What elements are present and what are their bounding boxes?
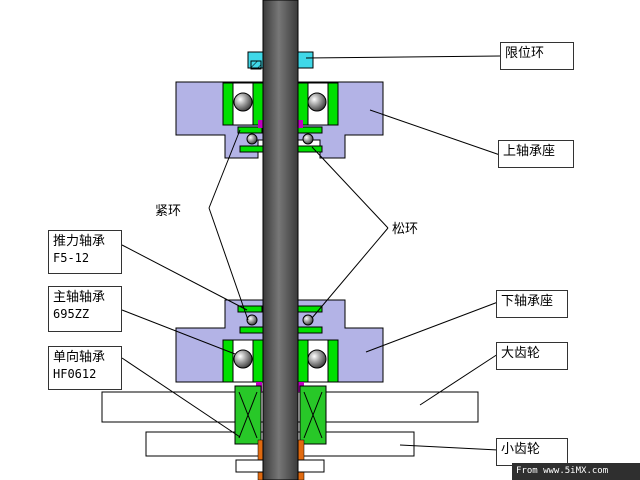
watermark: From www.5iMX.com: [512, 463, 640, 480]
label-thrust-bearing: 推力轴承 F5-12: [48, 230, 122, 274]
one-way-bearing: [234, 385, 327, 445]
label-one-way-bearing: 单向轴承 HF0612: [48, 346, 122, 390]
limit-ring: [247, 51, 314, 70]
label-loose-ring: 松环: [392, 222, 419, 237]
label-upper-bearing-seat: 上轴承座: [498, 140, 574, 168]
lower-main-bearing: [222, 339, 339, 392]
leader-lines: [121, 55, 501, 451]
label-tight-ring: 紧环: [155, 204, 182, 219]
label-limit-ring: 限位环: [500, 42, 574, 70]
label-lower-bearing-seat: 下轴承座: [496, 290, 568, 318]
label-main-bearing: 主轴轴承 695ZZ: [48, 286, 122, 332]
main-shaft: [262, 0, 299, 480]
upper-main-bearing: [222, 82, 339, 126]
lower-thrust-bearing: [237, 305, 323, 334]
label-small-gear: 小齿轮: [496, 438, 568, 466]
label-big-gear: 大齿轮: [496, 342, 568, 370]
